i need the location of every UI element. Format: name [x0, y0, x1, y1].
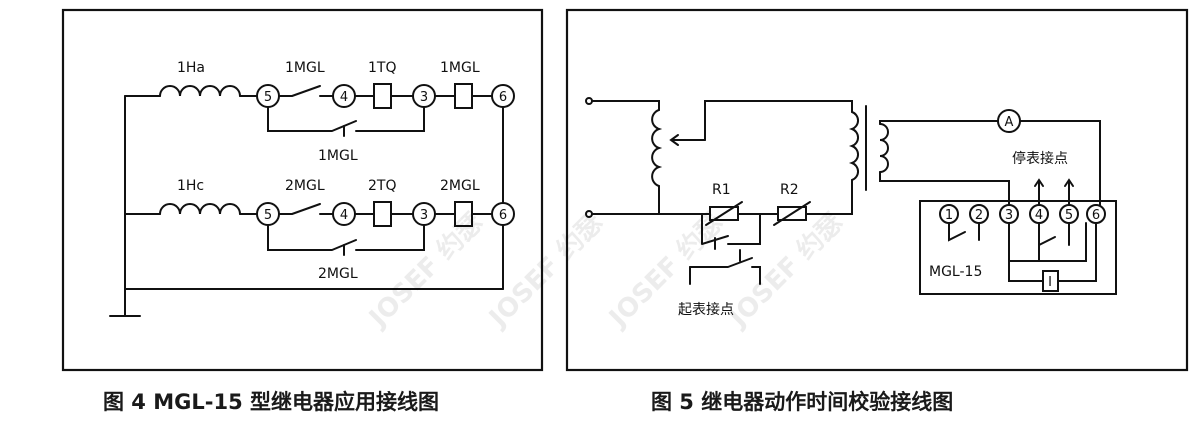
relay-terminal-6-label: 6	[1092, 208, 1100, 223]
relay-internal-wire	[1008, 222, 1087, 262]
stop-contact-arrows	[1034, 178, 1074, 206]
secondary-top-wire	[879, 120, 1101, 206]
relay-contact-1-2	[948, 222, 980, 242]
row1-relay-label: 1MGL	[440, 60, 480, 76]
relay-coil-wires	[1008, 222, 1097, 282]
left-bus-wire	[109, 95, 504, 317]
r2-label: R2	[780, 182, 799, 198]
row1-bypass-label: 1MGL	[318, 148, 358, 164]
row1-terminal-5-label: 5	[264, 90, 272, 105]
transformer-primary	[848, 111, 859, 181]
relay-terminal-2-label: 2	[975, 208, 983, 223]
relay-terminal-3-label: 3	[1005, 208, 1013, 223]
stop-contacts-label: 停表接点	[1012, 150, 1068, 167]
figure5-diagram: R1 R2 A 起表接点 停表接点 MGL-15 1 2 3 4 5 6 I	[565, 8, 1189, 372]
relay-terminal-5-label: 5	[1065, 208, 1073, 223]
row2-bypass-label: 2MGL	[318, 266, 358, 282]
primary-top-wire	[704, 100, 853, 141]
figure5-frame	[565, 8, 1189, 372]
start-contact-lower	[689, 257, 761, 285]
row1-trip-label: 1TQ	[368, 60, 396, 76]
row1-coil-label: 1Ha	[177, 60, 205, 76]
row1-bypass-contact	[267, 106, 425, 132]
figure4-caption: 图 4 MGL-15 型继电器应用接线图	[103, 390, 439, 414]
row2-coil-label: 1Hc	[177, 178, 204, 194]
row1-terminal-6-label: 6	[499, 90, 507, 105]
row1-contact-label: 1MGL	[285, 60, 325, 76]
row2-terminal-4-label: 4	[340, 208, 348, 223]
start-contacts-label: 起表接点	[678, 301, 734, 318]
r1-label: R1	[712, 182, 731, 198]
row2-coil	[159, 203, 241, 215]
autotransformer-coil	[651, 109, 663, 187]
watermark-2: JOSEF 约瑟	[482, 207, 609, 334]
row1-coil	[159, 85, 241, 97]
ammeter	[997, 109, 1021, 133]
row2-trip-coil	[373, 201, 392, 227]
watermark-4: JOSEF 约瑟	[722, 207, 849, 334]
autotransformer-wiper	[669, 134, 706, 146]
r2-variable-arrow	[773, 201, 811, 226]
supply-wires	[591, 100, 660, 215]
row2-bypass-contact	[267, 224, 425, 251]
secondary-bottom-wire	[879, 171, 1010, 206]
relay-model-label: MGL-15	[929, 264, 982, 280]
row1-relay-coil	[454, 83, 473, 109]
r1-variable-arrow	[705, 201, 743, 226]
row2-terminal-3-label: 3	[420, 208, 428, 223]
row2-relay-label: 2MGL	[440, 178, 480, 194]
primary-bottom-wire	[848, 179, 853, 215]
start-contact-leads	[689, 249, 741, 285]
figure5-caption: 图 5 继电器动作时间校验接线图	[651, 390, 954, 414]
ammeter-label: A	[1005, 115, 1014, 130]
row1-contact	[278, 85, 334, 97]
row2-trip-label: 2TQ	[368, 178, 396, 194]
row2-contact-label: 2MGL	[285, 178, 325, 194]
row1-terminal-4-label: 4	[340, 90, 348, 105]
figure4-diagram: 1Ha 1MGL 1TQ 1MGL 1MGL 1Hc 2MGL 2TQ 2MGL…	[61, 8, 544, 372]
row1-terminal-3-label: 3	[420, 90, 428, 105]
figure4-frame	[61, 8, 544, 372]
relay-box	[919, 200, 1117, 295]
row1-trip-coil	[373, 83, 392, 109]
relay-terminal-1-label: 1	[945, 208, 953, 223]
relay-terminal-4-label: 4	[1035, 208, 1043, 223]
relay-contact-4-5	[1038, 222, 1070, 247]
row2-terminal-6-label: 6	[499, 208, 507, 223]
relay-coil-label: I	[1048, 275, 1052, 290]
transformer-secondary	[879, 123, 889, 173]
row2-terminal-5-label: 5	[264, 208, 272, 223]
row2-contact	[278, 203, 334, 215]
